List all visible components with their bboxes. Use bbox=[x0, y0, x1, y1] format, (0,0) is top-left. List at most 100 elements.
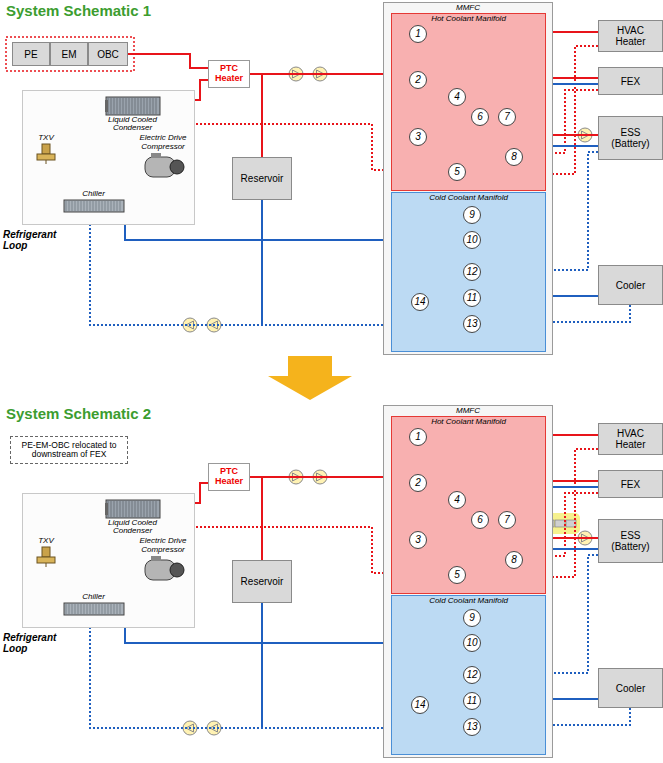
callout-number: 2 bbox=[415, 75, 421, 85]
component-box: PE bbox=[12, 42, 50, 66]
heater-box: PTC Heater bbox=[208, 463, 250, 491]
node-label: Hot Coolant Manifold bbox=[431, 15, 506, 23]
port-circle: 14 bbox=[411, 293, 429, 311]
node-label: Chiller bbox=[82, 190, 105, 198]
port-circle: 5 bbox=[448, 566, 466, 584]
node-label: MMFC bbox=[456, 407, 480, 415]
callout-number: 11 bbox=[467, 293, 477, 303]
node-label: Cooler bbox=[616, 683, 645, 694]
node-label: Electric Drive Compressor bbox=[129, 134, 197, 151]
port-circle: 11 bbox=[463, 289, 481, 307]
port-circle: 12 bbox=[463, 666, 481, 684]
node-label: TXV bbox=[38, 537, 54, 545]
component-box: Reservoir bbox=[232, 157, 292, 200]
callout-number: 10 bbox=[466, 235, 477, 245]
callout-number: 9 bbox=[469, 613, 475, 623]
port-circle: 11 bbox=[463, 692, 481, 710]
coolant-pipe bbox=[250, 74, 262, 157]
component-box: EM bbox=[50, 42, 88, 66]
port-circle: 8 bbox=[505, 148, 523, 166]
port-circle: 3 bbox=[409, 128, 427, 146]
component-box: HVAC Heater bbox=[598, 423, 663, 455]
txv-icon bbox=[35, 142, 57, 164]
port-circle: 3 bbox=[409, 531, 427, 549]
node-label: Cold Coolant Manifold bbox=[429, 194, 508, 202]
schematic-title: System Schematic 2 bbox=[6, 405, 151, 422]
port-circle: 1 bbox=[409, 428, 427, 446]
node-label: Liquid Cooled Condenser bbox=[93, 519, 172, 536]
refrigerant-part: Liquid Cooled Condenser bbox=[93, 497, 172, 537]
callout-number: 4 bbox=[454, 92, 460, 102]
node-label: PE bbox=[24, 49, 37, 60]
node-label: FEX bbox=[621, 479, 640, 490]
callout-number: 14 bbox=[414, 297, 425, 307]
refrigerant-part: Chiller bbox=[56, 184, 131, 219]
coolant-pipe bbox=[250, 477, 262, 560]
port-circle: 14 bbox=[411, 696, 429, 714]
port-circle: 2 bbox=[409, 71, 427, 89]
callout-number: 3 bbox=[415, 535, 421, 545]
port-circle: 4 bbox=[448, 491, 466, 509]
cond-icon bbox=[105, 499, 161, 519]
heater-box: PTC Heater bbox=[208, 60, 250, 88]
callout-number: 9 bbox=[469, 210, 475, 220]
node-label: Reservoir bbox=[241, 173, 284, 184]
node-label: ESS (Battery) bbox=[602, 127, 659, 149]
component-box: Reservoir bbox=[232, 560, 292, 603]
port-circle: 2 bbox=[409, 474, 427, 492]
chil-icon bbox=[63, 199, 125, 213]
callout-number: 7 bbox=[504, 112, 510, 122]
port-circle: 9 bbox=[463, 206, 481, 224]
node-label: Cooler bbox=[616, 280, 645, 291]
refrigerant-loop-box: Refrigerant LoopLiquid Cooled CondenserE… bbox=[22, 493, 195, 628]
refrigerant-part: TXV bbox=[29, 129, 63, 169]
manifold-module: MMFCHot Coolant Manifold12345678Cold Coo… bbox=[383, 405, 553, 758]
refrigerant-loop-box: Refrigerant LoopLiquid Cooled CondenserE… bbox=[22, 90, 195, 225]
component-box: ESS (Battery) bbox=[598, 116, 663, 160]
node-label: HVAC Heater bbox=[602, 25, 659, 47]
callout-number: 12 bbox=[466, 267, 477, 277]
callout-number: 13 bbox=[466, 722, 477, 732]
node-label: Cold Coolant Manifold bbox=[429, 597, 508, 605]
node-label: Reservoir bbox=[241, 576, 284, 587]
callout-number: 1 bbox=[415, 432, 421, 442]
component-box: HVAC Heater bbox=[598, 20, 663, 52]
node-label: Chiller bbox=[82, 593, 105, 601]
callout-number: 1 bbox=[415, 29, 421, 39]
callout-number: 11 bbox=[467, 696, 477, 706]
comp-icon bbox=[141, 151, 185, 181]
cold-manifold: Cold Coolant Manifold 9 10 11 12 13 14 bbox=[391, 192, 546, 352]
hot-manifold: Hot Coolant Manifold 1 2 3 4 5 6 7 8 bbox=[391, 416, 546, 594]
port-circle: 12 bbox=[463, 263, 481, 281]
node-label: Refrigerant Loop bbox=[3, 229, 63, 251]
callout-number: 2 bbox=[415, 478, 421, 488]
port-circle: 10 bbox=[463, 634, 481, 652]
node-label: TXV bbox=[38, 134, 54, 142]
port-circle: 9 bbox=[463, 609, 481, 627]
node-label: Hot Coolant Manifold bbox=[431, 418, 506, 426]
node-label: MMFC bbox=[456, 4, 480, 12]
node-label: EM bbox=[62, 49, 77, 60]
component-box: ESS (Battery) bbox=[598, 519, 663, 563]
port-circle: 5 bbox=[448, 163, 466, 181]
callout-number: 5 bbox=[454, 167, 460, 177]
port-circle: 6 bbox=[471, 511, 489, 529]
port-circle: 8 bbox=[505, 551, 523, 569]
refrigerant-part: Chiller bbox=[56, 587, 131, 622]
node-label: ESS (Battery) bbox=[602, 530, 659, 552]
port-circle: 4 bbox=[448, 88, 466, 106]
port-circle: 7 bbox=[498, 511, 516, 529]
pe-loop-dotted bbox=[6, 37, 134, 71]
callout-number: 8 bbox=[511, 152, 517, 162]
cold-manifold: Cold Coolant Manifold 9 10 11 12 13 14 bbox=[391, 595, 546, 755]
port-circle: 13 bbox=[463, 315, 481, 333]
chil-icon bbox=[63, 602, 125, 616]
callout-number: 6 bbox=[477, 515, 483, 525]
transition-arrow bbox=[268, 356, 352, 400]
port-circle: 10 bbox=[463, 231, 481, 249]
component-box: FEX bbox=[598, 470, 663, 498]
callout-number: 6 bbox=[477, 112, 483, 122]
port-circle: 1 bbox=[409, 25, 427, 43]
manifold-module: MMFCHot Coolant Manifold12345678Cold Coo… bbox=[383, 2, 553, 355]
refrigerant-part: Electric Drive Compressor bbox=[129, 532, 197, 589]
